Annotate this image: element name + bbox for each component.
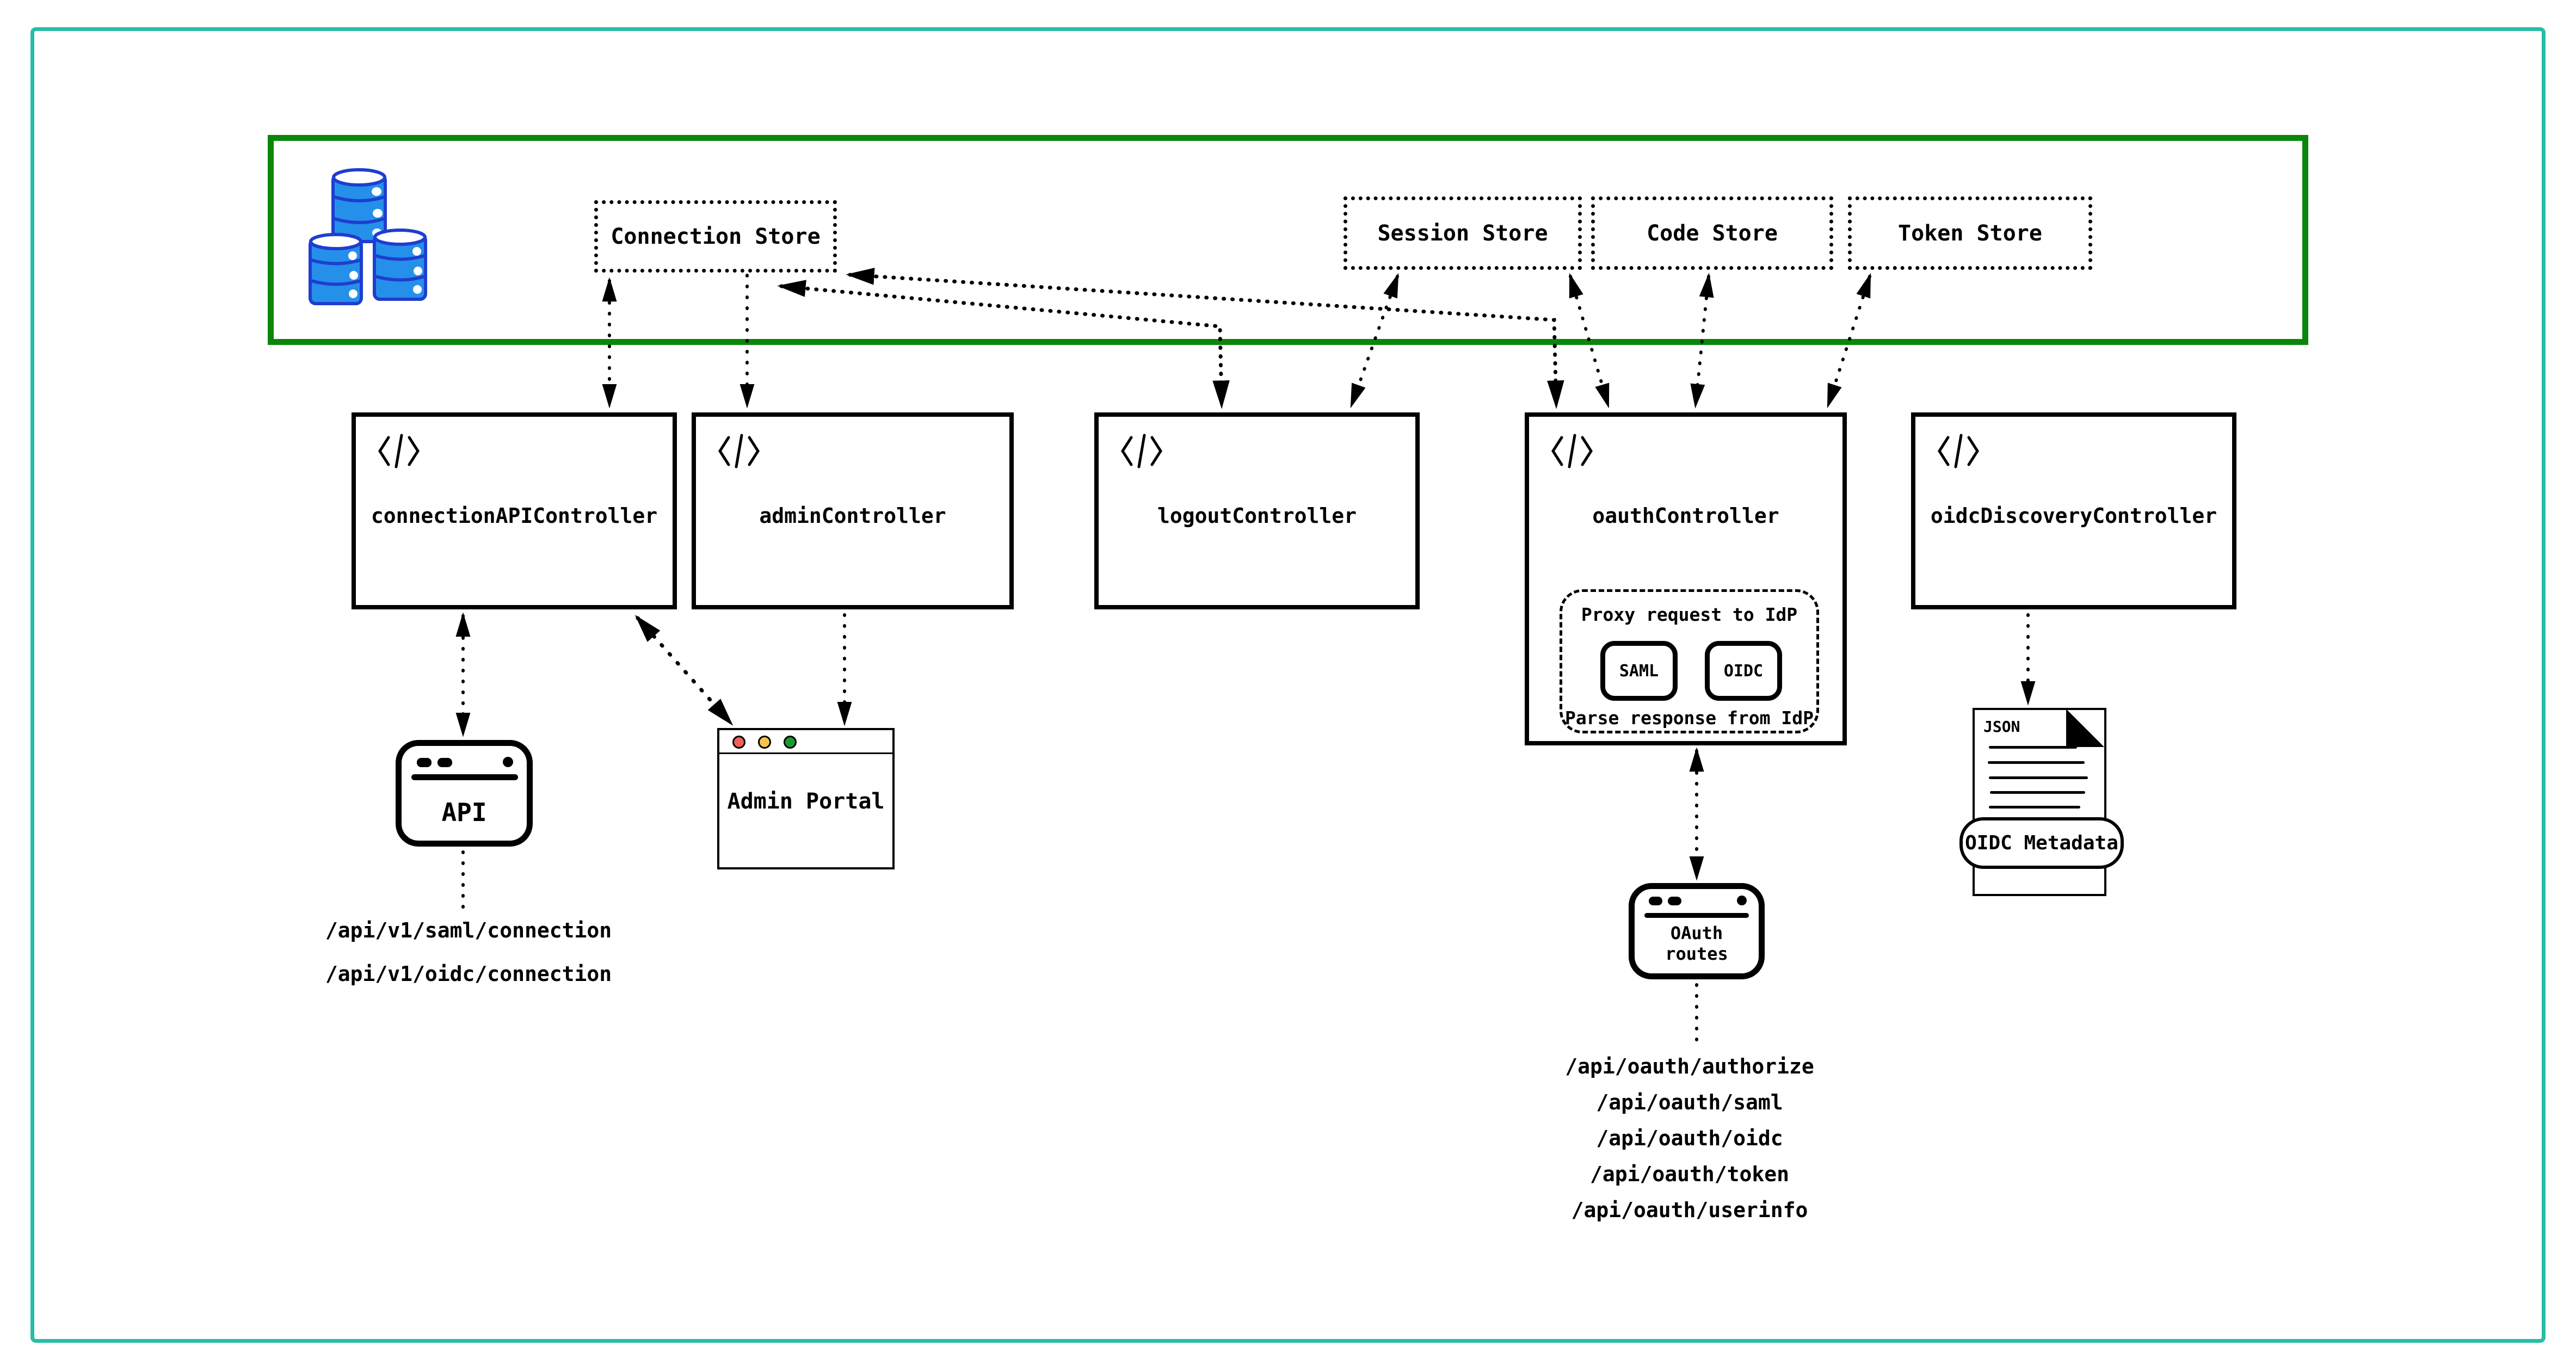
api-route-label: /api/v1/oidc/connection xyxy=(325,962,612,986)
outer-frame xyxy=(30,27,2546,1343)
oauth-route-label: /api/oauth/oidc xyxy=(1596,1126,1783,1150)
oauth-routes-window-icon: OAuth routes xyxy=(1629,883,1765,979)
oauth-controller: oauthController Proxy request to IdP SAM… xyxy=(1525,412,1847,745)
json-badge: JSON xyxy=(1983,718,2020,736)
traffic-light-yellow-icon xyxy=(758,736,771,749)
code-store: Code Store xyxy=(1591,196,1833,270)
api-window-icon: API xyxy=(396,740,533,847)
controller-label: oidcDiscoveryController xyxy=(1930,504,2217,528)
oidc-metadata-label: OIDC Metadata xyxy=(1965,832,2118,854)
window-dot xyxy=(1668,897,1681,905)
oidc-metadata-banner: OIDC Metadata xyxy=(1959,817,2124,869)
parse-response-text: Parse response from IdP xyxy=(1565,707,1814,729)
oidc-discovery-controller: oidcDiscoveryController xyxy=(1911,412,2236,609)
api-route-label: /api/v1/saml/connection xyxy=(325,918,612,942)
oauth-route-label: /api/oauth/authorize xyxy=(1565,1054,1814,1078)
window-dot xyxy=(417,758,432,767)
code-icon xyxy=(1938,434,1979,468)
admin-portal-label: Admin Portal xyxy=(727,789,885,814)
oidc-chip-label: OIDC xyxy=(1723,661,1764,681)
token-store-label: Token Store xyxy=(1898,220,2042,246)
idp-proxy-box: Proxy request to IdP SAML OIDC Parse res… xyxy=(1560,589,1819,733)
api-window-label: API xyxy=(441,798,487,827)
database-stack-icon xyxy=(309,168,427,305)
controller-label: adminController xyxy=(759,504,946,528)
oauth-route-label: /api/oauth/token xyxy=(1589,1162,1790,1186)
connection-store-label: Connection Store xyxy=(611,224,821,249)
proxy-request-text: Proxy request to IdP xyxy=(1581,604,1798,625)
admin-portal-titlebar xyxy=(719,730,892,754)
admin-controller: adminController xyxy=(692,412,1014,609)
connection-api-controller: connectionAPIController xyxy=(352,412,677,609)
oauth-route-label: /api/oauth/userinfo xyxy=(1571,1198,1808,1222)
saml-chip: SAML xyxy=(1600,641,1678,701)
code-icon xyxy=(1121,434,1162,468)
doc-line xyxy=(1990,791,2085,794)
session-store-label: Session Store xyxy=(1377,220,1548,246)
window-dot xyxy=(1649,897,1662,905)
controller-label: oauthController xyxy=(1592,504,1779,528)
oauth-route-label: /api/oauth/saml xyxy=(1596,1090,1783,1114)
doc-line xyxy=(1988,761,2085,764)
doc-line xyxy=(1989,806,2080,809)
saml-chip-label: SAML xyxy=(1619,661,1659,681)
traffic-light-red-icon xyxy=(732,736,745,749)
doc-line xyxy=(1989,776,2088,779)
oidc-chip: OIDC xyxy=(1705,641,1782,701)
code-icon xyxy=(718,434,760,468)
logout-controller: logoutController xyxy=(1094,412,1420,609)
code-icon xyxy=(1551,434,1593,468)
window-bar xyxy=(411,774,518,780)
traffic-light-green-icon xyxy=(784,736,797,749)
doc-line xyxy=(1989,746,2077,749)
window-dot xyxy=(437,758,452,767)
session-store: Session Store xyxy=(1344,196,1582,270)
folded-corner-icon xyxy=(2066,709,2104,747)
code-icon xyxy=(378,434,420,468)
oauth-routes-label: OAuth routes xyxy=(1665,923,1728,964)
controller-label: logoutController xyxy=(1157,504,1357,528)
window-dot xyxy=(1737,896,1747,905)
admin-portal-window: Admin Portal xyxy=(717,728,895,869)
controller-label: connectionAPIController xyxy=(371,504,658,528)
token-store: Token Store xyxy=(1848,196,2092,270)
connection-store: Connection Store xyxy=(594,200,837,273)
code-store-label: Code Store xyxy=(1647,220,1778,246)
window-bar xyxy=(1644,913,1749,918)
window-dot xyxy=(503,757,513,767)
